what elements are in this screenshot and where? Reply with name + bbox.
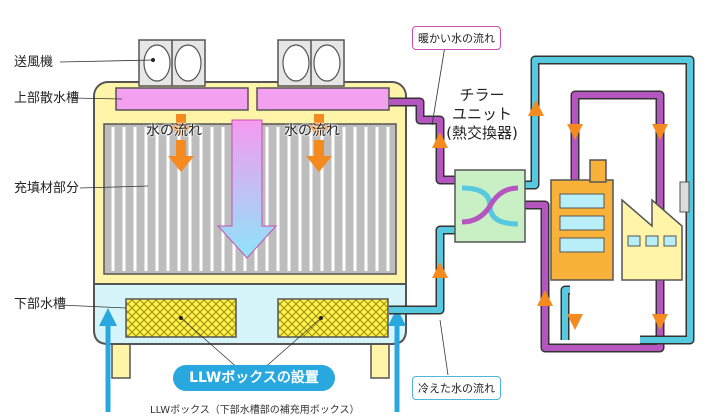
chiller-label-line3: (熱交換器) [446, 123, 518, 142]
llw-note: LLWボックス（下部水槽部の補充用ボックス） [150, 405, 360, 416]
lower-basin-label: 下部水槽 [14, 297, 67, 312]
arrow-icon [567, 314, 583, 330]
fan-icon [138, 39, 206, 87]
arrow-icon [432, 132, 448, 148]
arrow-icon [432, 262, 448, 278]
flow-arrows [432, 100, 668, 330]
chiller-label-line2: ユニット [451, 104, 512, 123]
arrow-icon [567, 124, 583, 140]
tower-leg [370, 339, 390, 379]
heat-exchanger [454, 169, 526, 243]
arrow-icon [168, 140, 194, 172]
fill-label: 充填材部分 [14, 181, 80, 196]
llw-box [277, 298, 389, 338]
water-flow-label-left: 水の流れ [146, 123, 202, 139]
arrow-icon [170, 114, 192, 136]
arrow-icon [537, 290, 553, 306]
building-icon [550, 159, 614, 281]
fan-icon [277, 39, 345, 87]
arrow-icon [306, 140, 332, 172]
llw-title-badge: LLWボックスの設置 [173, 365, 335, 391]
factory-icon [621, 181, 690, 281]
upper-basin-right [256, 87, 390, 111]
air-flow-arrow [216, 119, 278, 259]
make-up-water-arrow [388, 308, 406, 412]
warm-flow-callout: 暖かい水の流れ [412, 26, 501, 50]
arrow-icon [652, 124, 668, 140]
upper-basin-label: 上部散水槽 [14, 91, 80, 106]
warm-water-pipe [389, 90, 665, 353]
fan-label: 送風機 [14, 55, 54, 70]
arrow-icon [652, 314, 668, 330]
arrow-icon [528, 100, 544, 116]
water-flow-label-right: 水の流れ [284, 123, 340, 139]
cold-water-pipe [389, 55, 695, 345]
arrow-icon [308, 114, 330, 136]
cool-flow-callout: 冷えた水の流れ [412, 376, 501, 400]
chiller-label-line1: チラー [459, 86, 505, 104]
chiller-label: チラー ユニット (熱交換器) [446, 86, 518, 142]
tower-leg [111, 339, 131, 379]
upper-basin-left [115, 87, 249, 111]
make-up-water-arrow [99, 308, 117, 412]
